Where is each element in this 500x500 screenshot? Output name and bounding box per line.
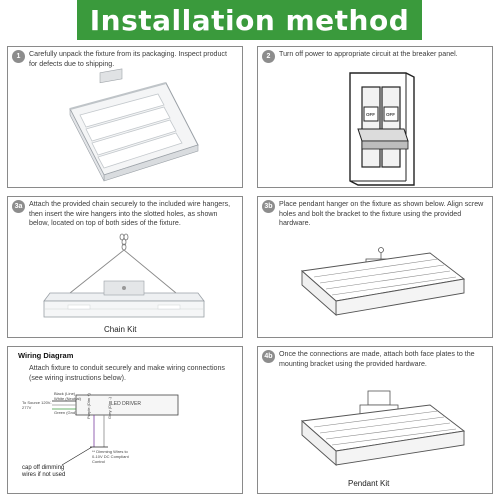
pendant-hanger-illustration xyxy=(300,247,466,316)
step-text: Turn off power to appropriate circuit at… xyxy=(279,50,458,58)
dim-wire-label: Purple (Dim +) xyxy=(86,393,91,419)
led-driver-label: LED DRIVER xyxy=(111,401,142,407)
wiring-diagram-panel: Wiring Diagram Attach fixture to conduit… xyxy=(7,346,243,494)
step-4b-panel: 4b Once the connections are made, attach… xyxy=(257,346,493,494)
dim-wire-label: Grey (Dim -) xyxy=(107,397,112,419)
step-1-panel: 1 Carefully unpack the fixture from its … xyxy=(7,46,243,188)
page-title: Installation method xyxy=(89,3,410,37)
fixture-illustration xyxy=(69,68,199,182)
step-text: Attach the provided chain securely to th… xyxy=(29,200,231,228)
step-3a-panel: 3a Attach the provided chain securely to… xyxy=(7,196,243,338)
wiring-illustration xyxy=(52,394,179,466)
step-badge: 4b xyxy=(262,350,275,363)
wire-label: Black (Line) xyxy=(54,391,76,396)
step-text: Carefully unpack the fixture from its pa… xyxy=(29,50,227,68)
wire-label: White (Neutral) xyxy=(54,396,81,401)
step-text: Place pendant hanger on the fixture as s… xyxy=(279,200,484,228)
dimming-label: ** Dimming Wires to 0-10V DC Compliant C… xyxy=(92,449,129,464)
step-text: Once the connections are made, attach bo… xyxy=(279,350,475,368)
pendant-kit-illustration xyxy=(300,390,466,466)
breaker-off-label: OFF xyxy=(366,112,375,117)
wire-label: Green (Gnd) xyxy=(54,410,77,415)
step-badge: 3b xyxy=(262,200,275,213)
step-badge: 3a xyxy=(12,200,25,213)
step-3b-panel: 3b Place pendant hanger on the fixture a… xyxy=(257,196,493,338)
cap-off-note: cap off dimming wires if not used xyxy=(22,465,66,478)
source-label: To Source 120V-277V xyxy=(22,400,52,410)
step-2-panel: 2 Turn off power to appropriate circuit … xyxy=(257,46,493,188)
wiring-title: Wiring Diagram xyxy=(18,351,74,360)
chain-kit-illustration xyxy=(43,233,205,318)
title-banner: Installation method xyxy=(77,0,422,40)
step-badge: 2 xyxy=(262,50,275,63)
wiring-text: Attach fixture to conduit securely and m… xyxy=(29,364,225,382)
breaker-off-label: OFF xyxy=(386,112,395,117)
chain-kit-caption: Chain Kit xyxy=(104,325,137,334)
pendant-kit-caption: Pendant Kit xyxy=(348,479,390,488)
breaker-panel-illustration xyxy=(349,72,415,186)
step-badge: 1 xyxy=(12,50,25,63)
